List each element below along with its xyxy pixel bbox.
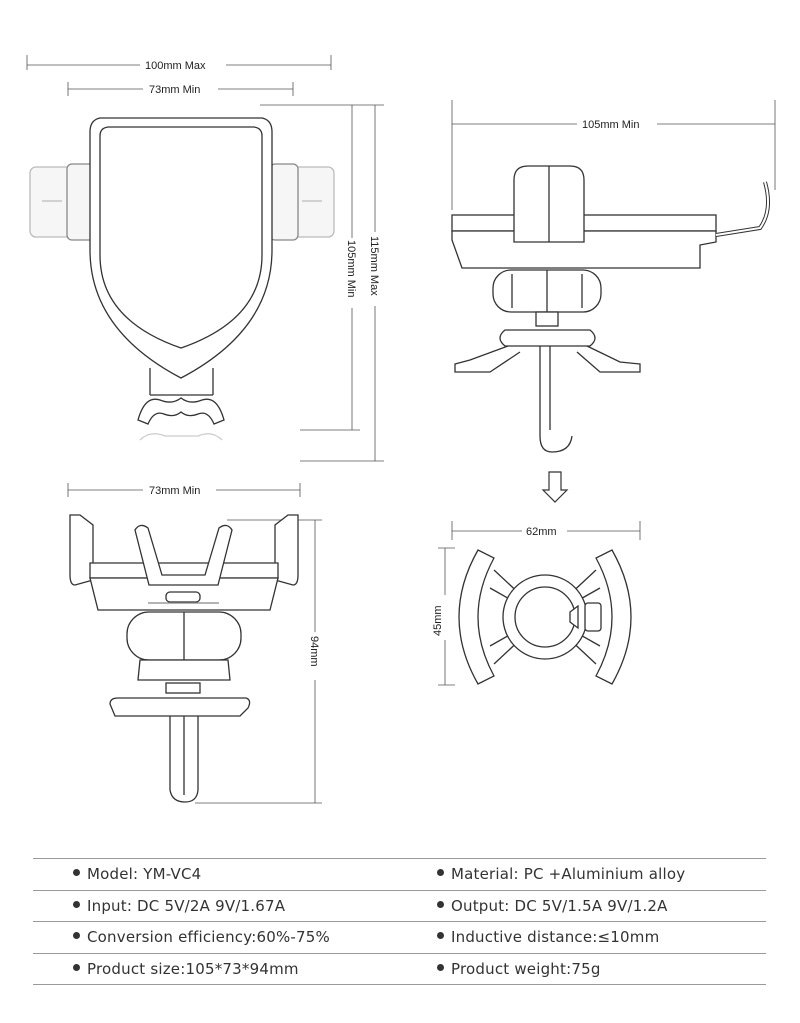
- front-height-min-label: 105mm Min: [345, 240, 357, 297]
- side-width-min-label: 105mm Min: [582, 119, 639, 131]
- clip-height-label: 45mm: [432, 605, 444, 636]
- arrow-down-icon: [541, 471, 569, 503]
- bullet-icon: [437, 869, 444, 876]
- front-view: [26, 55, 384, 462]
- spec-row: Model: YM-VC4 Material: PC +Aluminium al…: [33, 858, 766, 890]
- front-height-max-label: 115mm Max: [368, 236, 380, 296]
- clip-width-label: 62mm: [526, 526, 557, 538]
- product-dimension-drawing: 100mm Max 73mm Min 105mm Min 115mm Max 1…: [26, 55, 776, 804]
- bullet-icon: [73, 869, 80, 876]
- spec-size: Product size:105*73*94mm: [87, 959, 299, 978]
- spec-efficiency: Conversion efficiency:60%-75%: [87, 928, 330, 946]
- bottom-height-label: 94mm: [308, 636, 320, 667]
- bottom-view: [67, 483, 322, 804]
- front-width-max-label: 100mm Max: [145, 60, 206, 72]
- bullet-icon: [437, 963, 444, 971]
- spec-row: Product size:105*73*94mm Product weight:…: [33, 952, 766, 985]
- side-view: [451, 100, 776, 453]
- spec-model: Model: YM-VC4: [87, 865, 202, 883]
- spec-row: Conversion efficiency:60%-75% Inductive …: [33, 921, 766, 953]
- bullet-icon: [437, 900, 444, 908]
- front-width-min-label: 73mm Min: [149, 84, 200, 96]
- spec-inductive-distance: Inductive distance:≤10mm: [451, 928, 660, 946]
- spec-row: Input: DC 5V/2A 9V/1.67A Output: DC 5V/1…: [33, 889, 766, 922]
- bullet-icon: [73, 900, 80, 908]
- spec-table: Model: YM-VC4 Material: PC +Aluminium al…: [33, 858, 766, 985]
- spec-output: Output: DC 5V/1.5A 9V/1.2A: [451, 896, 668, 915]
- bullet-icon: [73, 963, 80, 971]
- bullet-icon: [437, 932, 444, 939]
- spec-material: Material: PC +Aluminium alloy: [451, 865, 686, 883]
- bullet-icon: [73, 932, 80, 939]
- spec-input: Input: DC 5V/2A 9V/1.67A: [87, 896, 286, 915]
- spec-weight: Product weight:75g: [451, 959, 601, 978]
- bottom-width-min-label: 73mm Min: [149, 485, 200, 497]
- clip-view: [438, 521, 641, 686]
